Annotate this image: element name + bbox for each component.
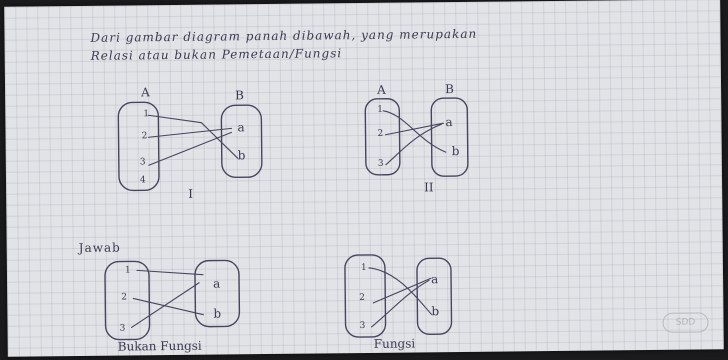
diagram-1-domain-1: 1 (143, 109, 150, 120)
answer-1-codomain-b: b (213, 306, 222, 321)
diagram-2-arrow-1-b (382, 110, 447, 153)
diagram-1-set-a-oval (117, 101, 160, 192)
notebook-page: Dari gambar diagram panah dibawah, yang … (4, 0, 724, 357)
diagram-2-caption: II (424, 180, 434, 195)
diagram-1-arrow-3-a (148, 131, 233, 166)
answer-1-domain-3: 3 (119, 323, 126, 334)
diagram-1-set-b-label: B (235, 88, 245, 103)
answer-1-caption: Bukan Fungsi (117, 338, 202, 354)
diagram-1-arrow-1-b (147, 114, 239, 159)
answer-2-caption: Fungsi (373, 336, 416, 351)
answer-1-domain-1: 1 (124, 265, 131, 276)
diagram-1-set-a-label: A (141, 85, 150, 100)
answer-1-arrow-3-a (131, 282, 200, 328)
answer-1-domain-2: 2 (121, 292, 128, 303)
diagram-2-codomain-b: b (451, 143, 460, 159)
answer-2-domain-2: 2 (359, 292, 366, 304)
answer-2-arrow-2-a (372, 277, 432, 304)
answer-1-arrow-2-b (132, 297, 204, 316)
diagram-2-domain-1: 1 (377, 104, 384, 115)
answer-2-domain-1: 1 (360, 262, 367, 274)
diagram-1-set-b-oval (220, 104, 263, 179)
diagram-2-arrow-3-a (385, 123, 442, 166)
answer-1-arrow-1-a (136, 269, 204, 276)
answer-2-domain-3: 3 (359, 320, 366, 332)
diagram-1-domain-3: 3 (139, 157, 146, 168)
answer-2-codomain-a: a (430, 272, 439, 287)
question-line-1: Dari gambar diagram panah dibawah, yang … (90, 26, 478, 45)
watermark-stamp: SDD (662, 312, 709, 333)
diagram-1-domain-2: 2 (141, 131, 148, 142)
answer-2-arrow-1-b (368, 267, 432, 315)
diagram-2-codomain-a: a (445, 115, 453, 130)
diagram-2-set-b-oval (430, 97, 469, 177)
answer-heading: Jawab (78, 240, 121, 255)
diagram-2-domain-2: 2 (377, 128, 384, 139)
diagram-2-domain-3: 3 (377, 158, 384, 169)
diagram-1-arrow-2-a (148, 127, 233, 138)
diagram-1-codomain-b: b (237, 148, 246, 163)
diagram-2-set-b-label: B (445, 82, 454, 97)
diagram-2-arrow-2-a (384, 122, 444, 136)
answer-1-codomain-a: a (213, 276, 221, 291)
answer-2-arrow-3-a (371, 279, 430, 328)
diagram-2-set-a-label: A (377, 82, 386, 97)
answer-2-codomain-b: b (431, 304, 440, 319)
diagram-1-codomain-a: a (237, 120, 245, 135)
question-line-2: Relasi atau bukan Pemetaan/Fungsi (90, 46, 343, 63)
answer-2-set-b-oval (416, 257, 453, 336)
diagram-1-caption: I (188, 186, 193, 201)
diagram-1-domain-4: 4 (139, 175, 146, 186)
